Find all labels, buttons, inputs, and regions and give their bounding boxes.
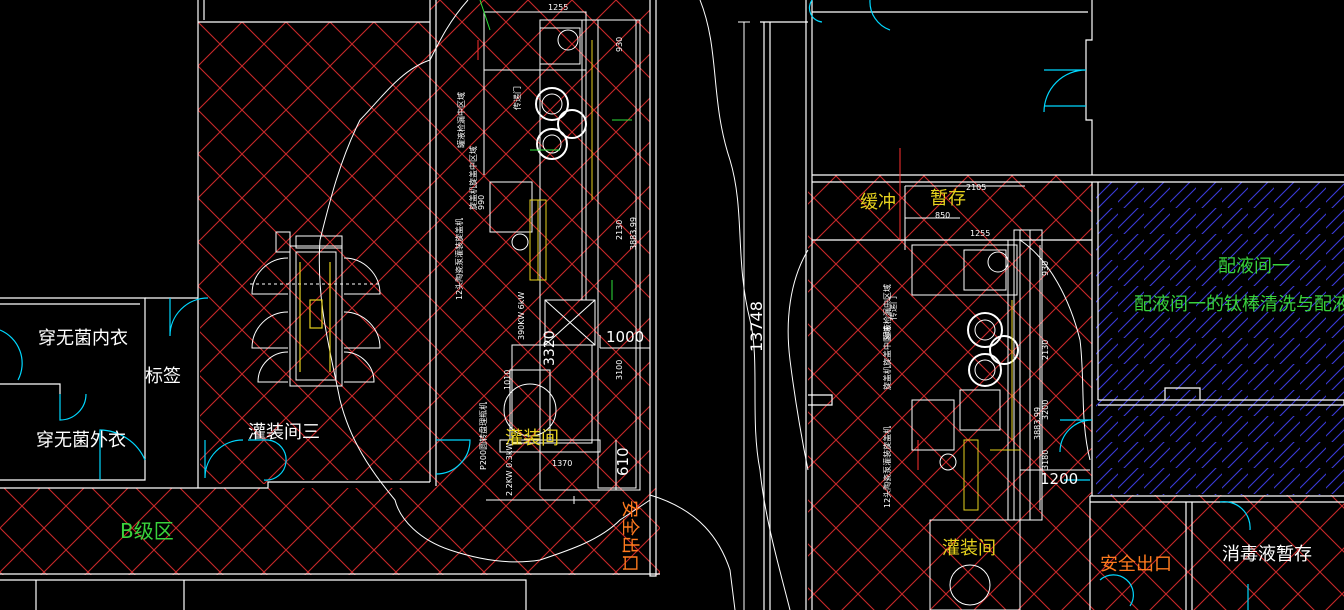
hatch-filling-room-3 — [198, 22, 430, 484]
isolator-yellow — [299, 262, 331, 372]
room-label-buffer: 缓冲 — [860, 192, 896, 213]
dim-990: 990 — [477, 195, 486, 210]
room-label-grade-b: B级区 — [120, 519, 174, 543]
dim-1370: 1370 — [552, 459, 572, 468]
dim-1000: 1000 — [606, 328, 644, 346]
filling-line-left — [483, 11, 641, 504]
note-pass-door-left: 传递门 — [512, 86, 522, 110]
note-power-left-2: 390KW 6kW — [517, 292, 526, 340]
dim-610: 610 — [614, 447, 632, 476]
room-label-filling-right: 灌装间 — [942, 538, 996, 559]
room-label-temp-storage: 暂存 — [930, 188, 966, 209]
note-filler-left: 12头陶瓷泵灌装旋盖机 — [454, 218, 464, 300]
dim-2105: 2105 — [966, 183, 986, 192]
filling-line-right-yellow — [963, 300, 1020, 511]
dim-1010: 1010 — [503, 370, 512, 390]
dim-1255-a: 1255 — [548, 3, 568, 12]
safety-exit-left: 安全出口 — [619, 500, 640, 572]
green-area-outline — [318, 0, 1091, 610]
room-label-sterile-outer: 穿无菌外衣 — [36, 430, 126, 451]
equipment-notes: 12头陶瓷泵灌装旋盖机 旋盖机旋盖中区域 罐液检漏中区域 P200圆转盘理瓶机 … — [454, 86, 898, 508]
note-filler-right: 12头陶瓷泵灌装旋盖机 — [882, 426, 892, 508]
hatch-right-bottom — [1090, 495, 1344, 610]
dim-3883: 3883.99 — [629, 217, 638, 250]
dimension-labels: 13748 1000 610 1200 2105 850 1255 1255 3… — [477, 3, 1078, 488]
dim-3180: 3180 — [1041, 450, 1050, 470]
room-label-disinfectant: 消毒液暂存 — [1222, 544, 1312, 565]
note-pass-door-right: 传递门 — [888, 296, 898, 320]
room-label-sterile-inner: 穿无菌内衣 — [38, 328, 128, 349]
dimension-lines — [599, 20, 1090, 610]
hatch-grade-b-corridor — [0, 488, 660, 575]
dim-850: 850 — [935, 211, 950, 220]
hatch-liquid-room — [1096, 182, 1344, 495]
dim-2130-b: 2130 — [1041, 340, 1050, 360]
dim-3883-b: 3883.99 — [1033, 407, 1042, 440]
dim-1255-b: 1255 — [970, 229, 990, 238]
dim-930: 930 — [615, 37, 624, 52]
room-label-liquid-room-1: 配液间一 — [1218, 256, 1290, 277]
filling-line-left-green — [479, 0, 632, 300]
dim-overall: 13748 — [747, 301, 766, 352]
note-unscrambler-left: P200圆转盘理瓶机 — [478, 402, 488, 470]
note-capper-right: 旋盖机旋盖中区域 — [882, 326, 892, 390]
doors — [0, 0, 1251, 610]
isolator-filling-room-3 — [250, 231, 381, 387]
safety-exit-right: 安全出口 — [1100, 554, 1172, 575]
room-labels: 穿无菌内衣 穿无菌外衣 标签 灌装间三 B级区 灌装间 缓冲 暂存 灌装间 配液… — [36, 188, 1344, 575]
hatch-right-filling — [808, 175, 1092, 610]
note-leak-left: 罐液检漏中区域 — [456, 92, 466, 148]
note-power-left: 2.2KW 0.3kW — [505, 443, 514, 496]
room-label-liquid-room-desc: 配液间一的钛棒清洗与配液 — [1134, 294, 1344, 315]
dim-3320: 3320 — [542, 330, 558, 366]
room-label-filling-room-3: 灌装间三 — [248, 422, 320, 443]
room-label-labeling: 标签 — [145, 366, 181, 387]
dim-3100: 3100 — [615, 360, 624, 380]
note-capper-left: 旋盖机旋盖中区域 — [468, 146, 478, 210]
filling-line-right — [905, 185, 1043, 610]
red-leaders — [477, 40, 919, 470]
room-label-filling-left: 灌装间 — [505, 428, 559, 449]
filling-line-left-yellow — [529, 40, 593, 281]
note-leak-right: 罐液检漏中区域 — [882, 284, 892, 340]
dim-2130: 2130 — [615, 220, 624, 240]
dim-3200: 3200 — [1041, 400, 1050, 420]
dim-930-b: 930 — [1041, 261, 1050, 276]
dim-1200: 1200 — [1040, 470, 1078, 488]
